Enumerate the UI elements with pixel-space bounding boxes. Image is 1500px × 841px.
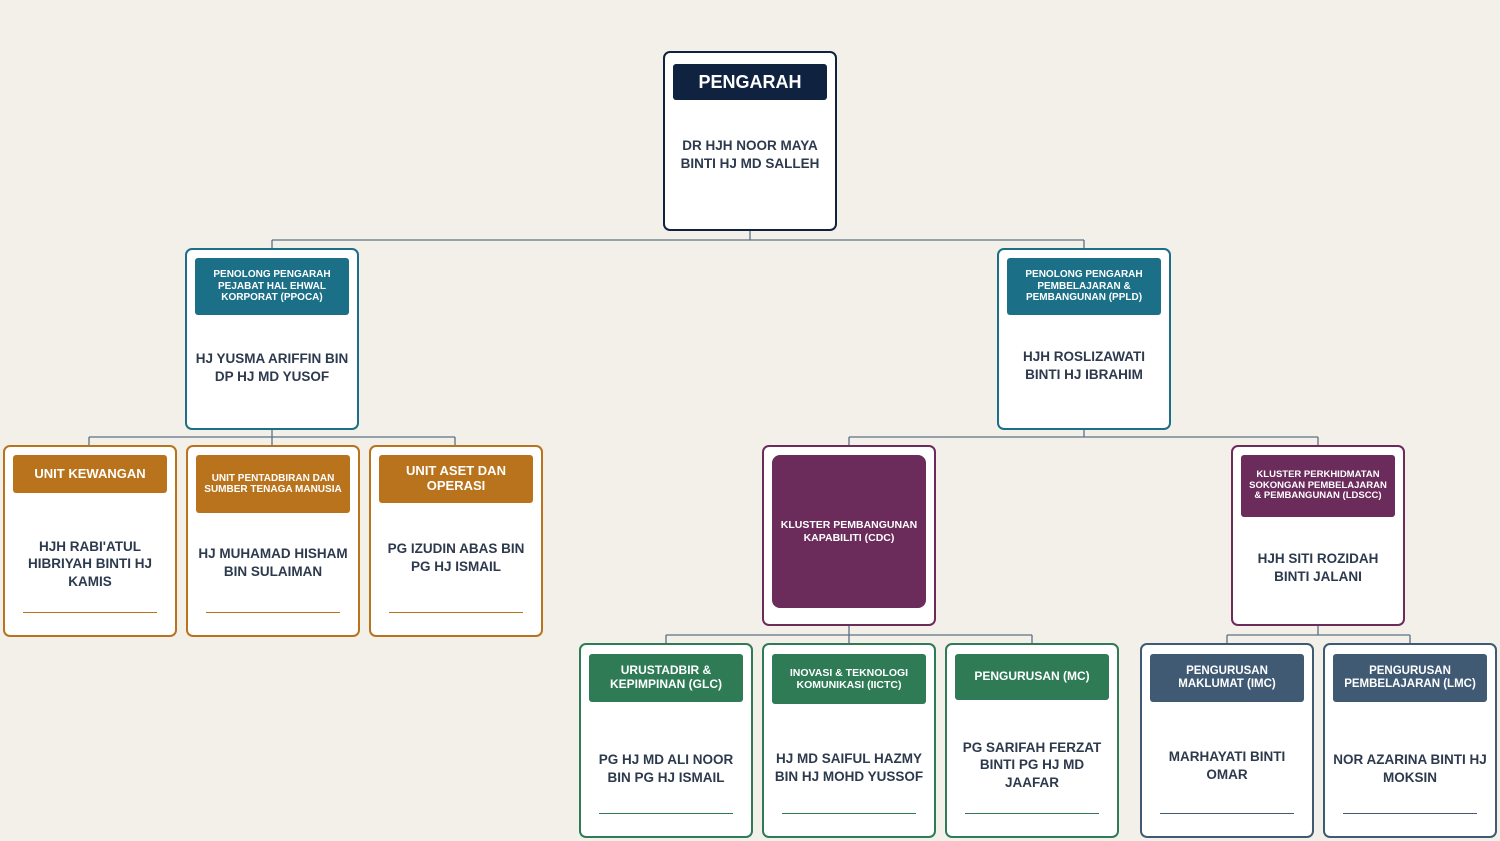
pentadbiran-underline [206, 612, 340, 613]
aset-underline [389, 612, 523, 613]
ldscc-title: KLUSTER PERKHIDMATAN SOKONGAN PEMBELAJAR… [1241, 455, 1395, 517]
aset-card: UNIT ASET DAN OPERASI PG IZUDIN ABAS BIN… [369, 445, 543, 637]
iictc-title: INOVASI & TEKNOLOGI KOMUNIKASI (IICTC) [772, 654, 926, 704]
kewangan-underline [23, 612, 157, 613]
ppld-title: PENOLONG PENGARAH PEMBELAJARAN & PEMBANG… [1007, 258, 1161, 315]
ppoca-card: PENOLONG PENGARAH PEJABAT HAL EHWAL KORP… [185, 248, 359, 430]
kewangan-title: UNIT KEWANGAN [13, 455, 167, 493]
ppoca-name: HJ YUSMA ARIFFIN BIN DP HJ MD YUSOF [195, 351, 349, 384]
lmc-title: PENGURUSAN PEMBELAJARAN (LMC) [1333, 654, 1487, 702]
imc-title: PENGURUSAN MAKLUMAT (IMC) [1150, 654, 1304, 702]
ldscc-card: KLUSTER PERKHIDMATAN SOKONGAN PEMBELAJAR… [1231, 445, 1405, 626]
iictc-underline [782, 813, 916, 814]
kewangan-card: UNIT KEWANGAN HJH RABI'ATUL HIBRIYAH BIN… [3, 445, 177, 637]
ppoca-title: PENOLONG PENGARAH PEJABAT HAL EHWAL KORP… [195, 258, 349, 315]
mc-underline [965, 813, 1099, 814]
lmc-name: NOR AZARINA BINTI HJ MOKSIN [1333, 752, 1487, 785]
glc-underline [599, 813, 733, 814]
director-title: PENGARAH [673, 64, 827, 100]
ldscc-name: HJH SITI ROZIDAH BINTI JALANI [1257, 551, 1379, 584]
lmc-underline [1343, 813, 1477, 814]
imc-card: PENGURUSAN MAKLUMAT (IMC) MARHAYATI BINT… [1140, 643, 1314, 838]
lmc-card: PENGURUSAN PEMBELAJARAN (LMC) NOR AZARIN… [1323, 643, 1497, 838]
director-card: PENGARAH DR HJH NOOR MAYA BINTI HJ MD SA… [663, 51, 837, 231]
glc-title: URUSTADBIR & KEPIMPINAN (GLC) [589, 654, 743, 702]
pentadbiran-name: HJ MUHAMAD HISHAM BIN SULAIMAN [198, 546, 348, 579]
pentadbiran-card: UNIT PENTADBIRAN DAN SUMBER TENAGA MANUS… [186, 445, 360, 637]
aset-name: PG IZUDIN ABAS BIN PG HJ ISMAIL [387, 541, 525, 574]
imc-underline [1160, 813, 1294, 814]
ppld-name: HJH ROSLIZAWATI BINTI HJ IBRAHIM [1022, 349, 1145, 382]
mc-title: PENGURUSAN (MC) [955, 654, 1109, 700]
cdc-title: KLUSTER PEMBANGUNAN KAPABILITI (CDC) [772, 455, 926, 608]
glc-card: URUSTADBIR & KEPIMPINAN (GLC) PG HJ MD A… [579, 643, 753, 838]
pentadbiran-title: UNIT PENTADBIRAN DAN SUMBER TENAGA MANUS… [196, 455, 350, 513]
director-name: DR HJH NOOR MAYA BINTI HJ MD SALLEH [680, 138, 820, 171]
imc-name: MARHAYATI BINTI OMAR [1168, 749, 1286, 782]
glc-name: PG HJ MD ALI NOOR BIN PG HJ ISMAIL [598, 752, 734, 785]
kewangan-name: HJH RABI'ATUL HIBRIYAH BINTI HJ KAMIS [27, 538, 153, 589]
ppld-card: PENOLONG PENGARAH PEMBELAJARAN & PEMBANG… [997, 248, 1171, 430]
iictc-name: HJ MD SAIFUL HAZMY BIN HJ MOHD YUSSOF [774, 751, 924, 784]
mc-name: PG SARIFAH FERZAT BINTI PG HJ MD JAAFAR [962, 739, 1102, 790]
aset-title: UNIT ASET DAN OPERASI [379, 455, 533, 503]
cdc-card: KLUSTER PEMBANGUNAN KAPABILITI (CDC) [762, 445, 936, 626]
iictc-card: INOVASI & TEKNOLOGI KOMUNIKASI (IICTC) H… [762, 643, 936, 838]
mc-card: PENGURUSAN (MC) PG SARIFAH FERZAT BINTI … [945, 643, 1119, 838]
